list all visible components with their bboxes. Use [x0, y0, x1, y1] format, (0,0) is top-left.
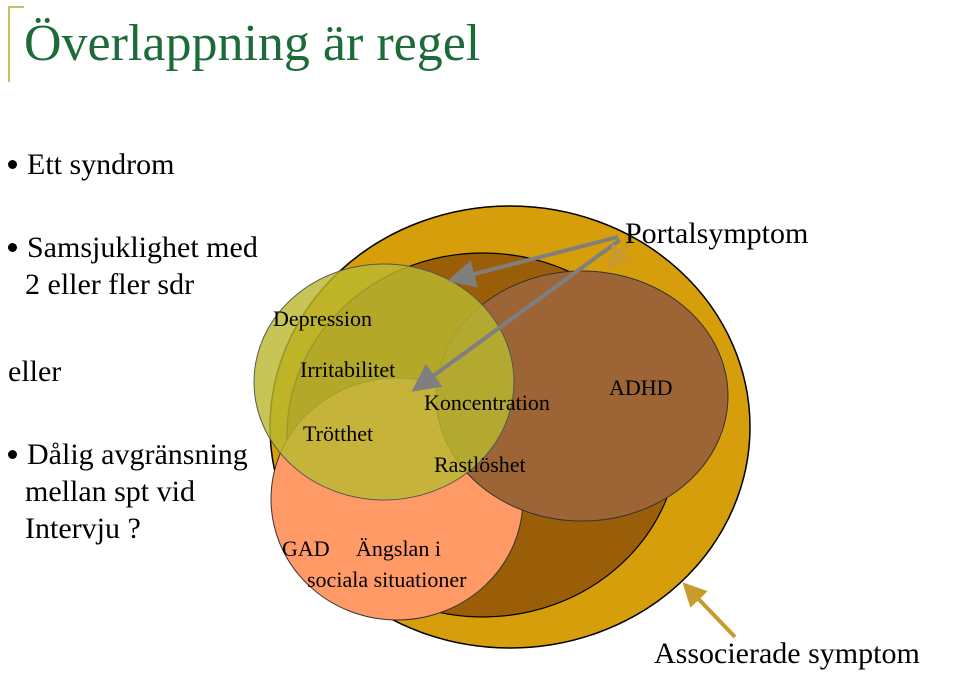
connector-text: eller	[8, 355, 62, 388]
bullet-2-line-2: 2 eller fler sdr	[25, 268, 195, 301]
bullet-dot-icon	[8, 159, 17, 169]
label-trotthet: Trötthet	[303, 421, 374, 446]
label-angslan-line-1: Ängslan i	[356, 536, 441, 561]
slide-title: Överlappning är regel	[24, 15, 481, 72]
bullet-2-line-1: Samsjuklighet med	[27, 231, 258, 264]
associated-arrow	[682, 582, 737, 639]
label-depression: Depression	[273, 306, 372, 331]
title-frame-corner	[8, 6, 24, 82]
label-gad: GAD	[282, 536, 330, 561]
label-portalsymptom: Portalsymptom	[625, 217, 809, 250]
label-irritabilitet: Irritabilitet	[300, 357, 396, 382]
portal-arrow-to-irritability	[411, 238, 622, 392]
depression-circle	[253, 263, 515, 501]
label-adhd: ADHD	[609, 375, 673, 400]
bullet-2: Samsjuklighet med 2 eller fler sdr	[8, 229, 258, 303]
bullet-3-line-2: mellan spt vid	[25, 475, 195, 508]
bullet-3: Dålig avgränsning mellan spt vid Intervj…	[8, 436, 248, 547]
label-rastloshet: Rastlöshet	[434, 452, 526, 477]
portal-arrow-to-depression	[447, 235, 619, 288]
bullet-1-line-1: Ett syndrom	[27, 148, 175, 181]
label-koncentration: Koncentration	[424, 390, 550, 415]
bullet-3-line-1: Dålig avgränsning	[27, 438, 248, 471]
bullet-1: Ett syndrom	[8, 146, 175, 183]
portal-arrow-to-adhd	[607, 242, 632, 271]
bullet-3-line-3: Intervju ?	[25, 512, 141, 545]
bullet-dot-icon	[8, 449, 17, 459]
label-angslan-line-2: sociala situationer	[307, 567, 467, 592]
label-associerade-symptom: Associerade symptom	[654, 637, 920, 670]
bullet-dot-icon	[8, 242, 17, 252]
